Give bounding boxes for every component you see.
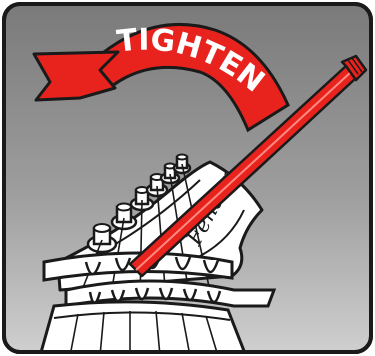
guitar-neck xyxy=(40,302,246,356)
tuning-peg xyxy=(174,155,190,174)
